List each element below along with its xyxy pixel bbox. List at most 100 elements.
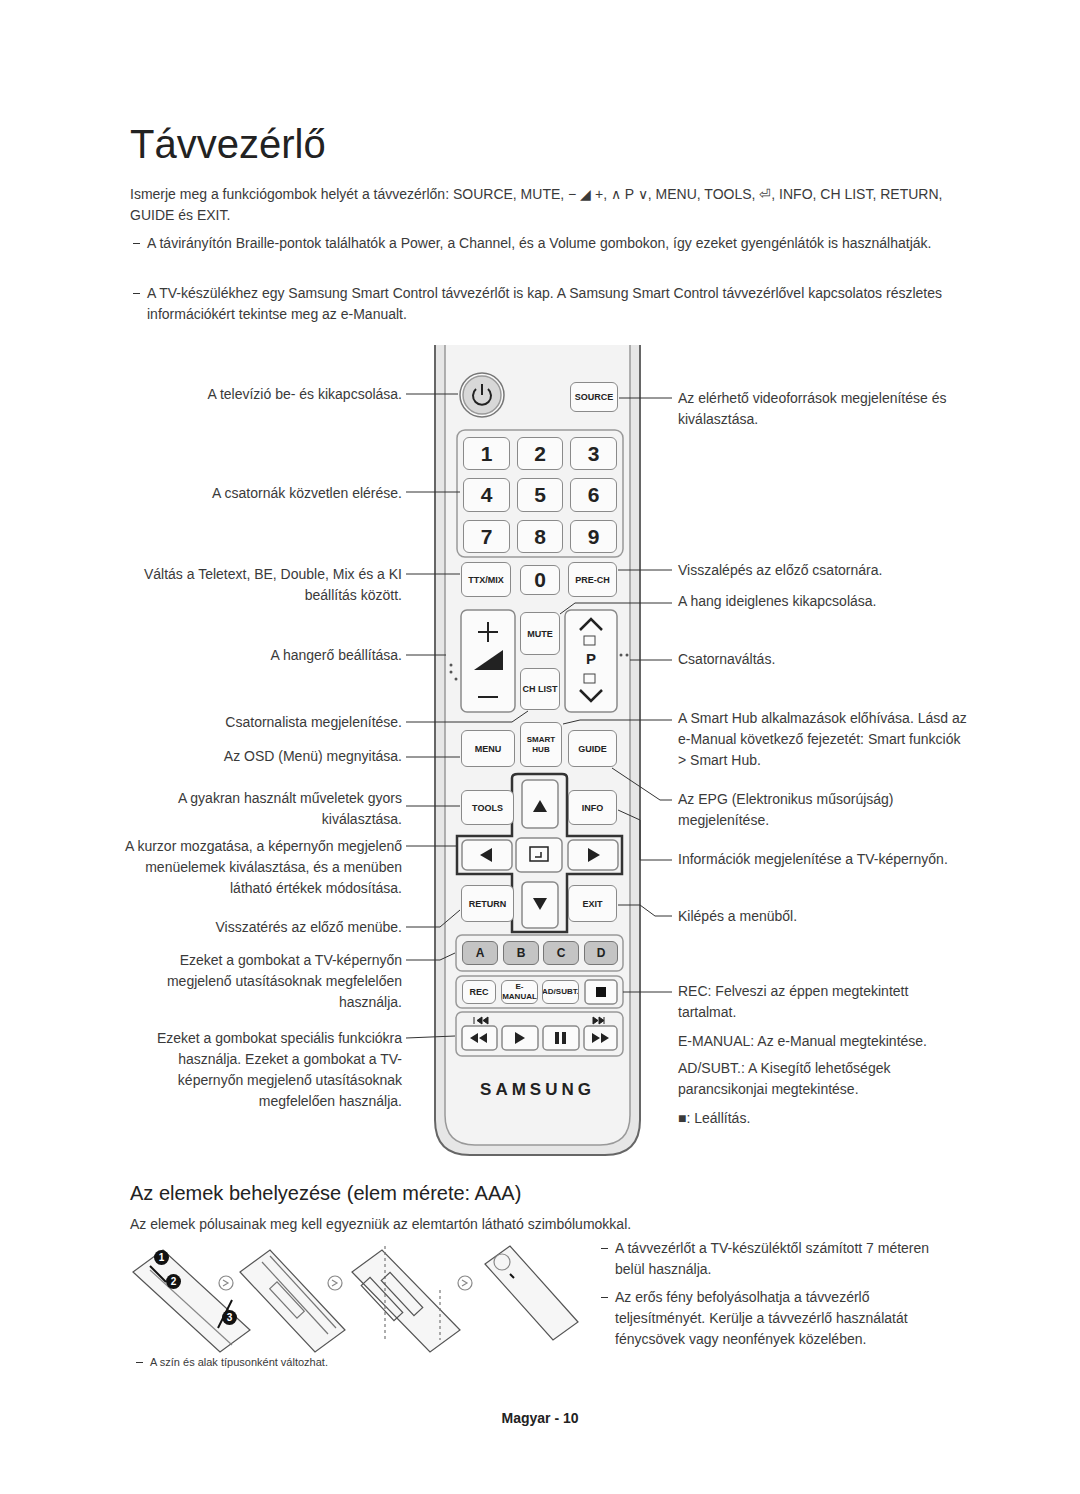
- button-label: MUTE: [527, 629, 553, 639]
- remote-button: 4: [463, 478, 510, 512]
- caption-text: Visszalépés az előző csatornára.: [678, 560, 968, 581]
- text: Visszatérés az előző menübe.: [215, 919, 402, 935]
- caption-text: A Smart Hub alkalmazások előhívása. Lásd…: [678, 708, 968, 771]
- button-label: 5: [534, 484, 546, 506]
- caption-text: REC: Felveszi az éppen megtekintett tart…: [678, 981, 968, 1023]
- callout-number: 1: [154, 1250, 169, 1265]
- bullet-item: A távvezérlőt a TV-készüléktől számított…: [615, 1238, 955, 1280]
- callout-number: 3: [222, 1310, 237, 1325]
- text: Váltás a Teletext, BE, Double, Mix és a …: [144, 566, 402, 603]
- button-label: 7: [481, 526, 493, 548]
- remote-button: AD/SUBT.: [542, 980, 579, 1004]
- text: A gyakran használt műveletek gyors kivál…: [178, 790, 402, 827]
- caption-text: Ezeket a gombokat a TV-képernyőn megjele…: [130, 950, 402, 1013]
- button-label: 6: [588, 484, 600, 506]
- caption-text: Csatornaváltás.: [678, 649, 968, 670]
- button-label: 1: [481, 443, 493, 465]
- remote-button: GUIDE: [568, 730, 617, 767]
- bullet-item: A TV-készülékhez egy Samsung Smart Contr…: [147, 283, 952, 325]
- caption-text: Ismerje meg a funkciógombok helyét a táv…: [130, 184, 950, 226]
- text: Csatornalista megjelenítése.: [225, 714, 402, 730]
- caption-text: A gyakran használt műveletek gyors kivál…: [130, 788, 402, 830]
- remote-button: MUTE: [520, 612, 560, 655]
- bullet-dash: [601, 1297, 608, 1298]
- button-label: 9: [588, 526, 600, 548]
- button-label: CH LIST: [523, 684, 558, 694]
- text: REC: Felveszi az éppen megtekintett tart…: [678, 983, 908, 1020]
- button-label: GUIDE: [578, 744, 607, 754]
- button-label: 3: [588, 443, 600, 465]
- button-label: B: [517, 947, 526, 959]
- button-label: RETURN: [469, 899, 507, 909]
- caption-text: E-MANUAL: Az e-Manual megtekintése.: [678, 1031, 968, 1052]
- text: Az elemek pólusainak meg kell egyezniük …: [130, 1216, 631, 1232]
- remote-button: D: [584, 941, 618, 965]
- caption-text: Visszatérés az előző menübe.: [130, 917, 402, 938]
- text: 3: [227, 1312, 233, 1323]
- button-label: 2: [534, 443, 546, 465]
- button-label: 8: [534, 526, 546, 548]
- remote-button: MENU: [461, 730, 515, 767]
- bullet-dash: [601, 1248, 608, 1249]
- button-label: C: [557, 947, 566, 959]
- remote-button: 7: [463, 520, 510, 553]
- text: A hang ideiglenes kikapcsolása.: [678, 593, 876, 609]
- caption-text: Az OSD (Menü) megnyitása.: [130, 746, 402, 767]
- text: Ezeket a gombokat a TV-képernyőn megjele…: [167, 952, 402, 1010]
- text: Csatornaváltás.: [678, 651, 775, 667]
- button-label: A: [476, 947, 485, 959]
- bullet-dash: [133, 293, 140, 294]
- button-label: REC: [469, 987, 488, 997]
- caption-text: Váltás a Teletext, BE, Double, Mix és a …: [130, 564, 402, 606]
- text: A Smart Hub alkalmazások előhívása. Lásd…: [678, 710, 967, 768]
- text: A televízió be- és kikapcsolása.: [207, 386, 402, 402]
- caption-text: A kurzor mozgatása, a képernyőn megjelen…: [120, 836, 402, 899]
- text: Az elemek behelyezése (elem mérete: AAA): [130, 1182, 521, 1204]
- caption-text: AD/SUBT.: A Kisegítő lehetőségek parancs…: [678, 1058, 968, 1100]
- remote-button: 0: [520, 565, 560, 595]
- text: A hangerő beállítása.: [270, 647, 402, 663]
- button-label: 0: [534, 569, 546, 591]
- button-label: E-MANUAL: [502, 982, 537, 1002]
- remote-button: 3: [570, 437, 617, 470]
- text: Az EPG (Elektronikus műsorújság) megjele…: [678, 791, 894, 828]
- button-label: D: [597, 947, 606, 959]
- bullet-item: A szín és alak típusonként változhat.: [150, 1354, 550, 1370]
- button-label: SOURCE: [575, 392, 614, 402]
- button-label: SMART HUB: [521, 735, 561, 755]
- text: 1: [159, 1252, 165, 1263]
- text: ■: Leállítás.: [678, 1110, 750, 1126]
- remote-button: 2: [517, 437, 563, 470]
- button-label: AD/SUBT.: [542, 987, 579, 997]
- button-label: P: [586, 654, 596, 664]
- remote-button: 5: [517, 478, 563, 512]
- caption-text: A televízió be- és kikapcsolása.: [130, 384, 402, 405]
- brand-name: SAMSUNG: [435, 1080, 640, 1100]
- text: A távvezérlőt a TV-készüléktől számított…: [615, 1240, 929, 1277]
- remote-button: C: [543, 941, 579, 965]
- caption-text: Információk megjelenítése a TV-képernyőn…: [678, 849, 968, 870]
- button-label: PRE-CH: [575, 575, 610, 585]
- bullet-item: A távirányítón Braille-pontok találhatók…: [147, 233, 952, 254]
- text: A szín és alak típusonként változhat.: [150, 1356, 328, 1368]
- caption-text: Magyar - 10: [480, 1408, 600, 1429]
- remote-button: P: [565, 646, 617, 672]
- caption-text: A hangerő beállítása.: [130, 645, 402, 666]
- remote-button: 9: [570, 520, 617, 553]
- text: E-MANUAL: Az e-Manual megtekintése.: [678, 1033, 927, 1049]
- remote-button: A: [462, 941, 498, 965]
- bullet-dash: [133, 243, 140, 244]
- remote-button: 1: [463, 437, 510, 470]
- text: Ezeket a gombokat speciális funkciókra h…: [157, 1030, 402, 1109]
- caption-text: ■: Leállítás.: [678, 1108, 968, 1129]
- remote-button: EXIT: [568, 885, 617, 922]
- caption-text: Kilépés a menüből.: [678, 906, 968, 927]
- text: A kurzor mozgatása, a képernyőn megjelen…: [125, 838, 402, 896]
- text: Az elérhető videoforrások megjelenítése …: [678, 390, 946, 427]
- remote-body: SAMSUNGSOURCE123456789TTX/MIX0PRE-CHMUTE…: [435, 345, 640, 1155]
- caption-text: Csatornalista megjelenítése.: [130, 712, 402, 733]
- text: Ismerje meg a funkciógombok helyét a táv…: [130, 186, 942, 223]
- text: A TV-készülékhez egy Samsung Smart Contr…: [147, 285, 942, 322]
- button-label: INFO: [582, 803, 604, 813]
- section-heading: Az elemek behelyezése (elem mérete: AAA): [130, 1180, 830, 1206]
